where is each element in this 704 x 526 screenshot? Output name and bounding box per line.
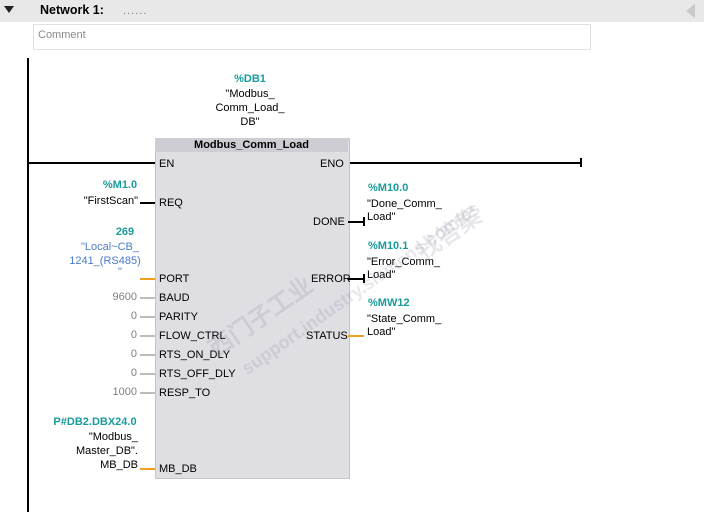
pin-error[interactable]: ERROR — [311, 273, 351, 285]
status-wire — [348, 335, 364, 337]
comment-placeholder: Comment — [38, 29, 86, 41]
pin-port[interactable]: PORT — [159, 273, 190, 285]
port-wire — [140, 278, 155, 280]
en-wire — [29, 162, 155, 164]
baud-wire — [140, 297, 155, 299]
mb-db-name-2[interactable]: Master_DB". — [76, 445, 138, 457]
network-title-placeholder[interactable]: ...... — [123, 5, 148, 17]
rts-on-dly-wire — [140, 354, 155, 356]
mb-db-name-1[interactable]: "Modbus_ — [88, 431, 138, 443]
done-end-tick — [363, 217, 365, 226]
pin-en[interactable]: EN — [159, 158, 175, 170]
parity-value[interactable]: 0 — [130, 310, 137, 322]
done-name-1[interactable]: "Done_Comm_ — [367, 198, 442, 210]
pin-flow-ctrl[interactable]: FLOW_CTRL — [159, 330, 226, 342]
collapse-triangle-icon[interactable] — [4, 6, 14, 13]
instance-db-name-1[interactable]: "Modbus_ — [225, 88, 275, 100]
mb-db-name-3[interactable]: MB_DB — [100, 459, 138, 471]
resp-to-wire — [140, 392, 155, 394]
parity-wire — [140, 316, 155, 318]
port-name-2[interactable]: 1241_(RS485) — [69, 255, 141, 267]
pin-done[interactable]: DONE — [313, 216, 345, 228]
block-title: Modbus_Comm_Load — [155, 138, 348, 152]
pin-parity[interactable]: PARITY — [159, 311, 198, 323]
error-address[interactable]: %M10.1 — [368, 240, 409, 252]
flow-ctrl-value[interactable]: 0 — [130, 329, 137, 341]
flow-ctrl-wire — [140, 335, 155, 337]
error-name-2[interactable]: Load" — [367, 269, 396, 281]
status-name-1[interactable]: "State_Comm_ — [367, 313, 442, 325]
port-value[interactable]: 269 — [115, 226, 135, 238]
instance-db-address[interactable]: %DB1 — [234, 73, 266, 85]
status-name-2[interactable]: Load" — [367, 326, 396, 338]
rts-off-dly-value[interactable]: 0 — [130, 367, 137, 379]
comment-field[interactable] — [33, 24, 591, 50]
pin-baud[interactable]: BAUD — [159, 292, 190, 304]
pin-resp-to[interactable]: RESP_TO — [159, 387, 211, 399]
port-name-3[interactable]: " — [118, 266, 122, 278]
pin-eno[interactable]: ENO — [320, 158, 344, 170]
scroll-arrow-icon[interactable] — [686, 4, 695, 18]
pin-req[interactable]: REQ — [159, 197, 183, 209]
instance-db-name-3[interactable]: DB" — [240, 116, 260, 128]
pin-rts-on-dly[interactable]: RTS_ON_DLY — [159, 349, 231, 361]
pin-status[interactable]: STATUS — [306, 330, 348, 342]
error-name-1[interactable]: "Error_Comm_ — [367, 256, 440, 268]
done-name-2[interactable]: Load" — [367, 211, 396, 223]
status-address[interactable]: %MW12 — [368, 297, 410, 309]
function-block[interactable] — [155, 138, 350, 479]
network-title: Network 1: — [40, 3, 104, 17]
rts-off-dly-wire — [140, 373, 155, 375]
error-end-tick — [363, 274, 365, 283]
req-address[interactable]: %M1.0 — [102, 179, 138, 191]
eno-wire — [348, 162, 581, 164]
rts-on-dly-value[interactable]: 0 — [130, 348, 137, 360]
mb-db-address[interactable]: P#DB2.DBX24.0 — [53, 416, 137, 428]
eno-end-tick — [580, 158, 582, 167]
power-rail — [27, 58, 29, 512]
req-tag-name[interactable]: "FirstScan" — [83, 195, 138, 207]
network-header — [0, 0, 704, 22]
pin-mb-db[interactable]: MB_DB — [159, 463, 197, 475]
pin-rts-off-dly[interactable]: RTS_OFF_DLY — [159, 368, 236, 380]
instance-db-name-2[interactable]: Comm_Load_ — [215, 102, 285, 114]
resp-to-value[interactable]: 1000 — [112, 386, 137, 398]
error-wire — [348, 278, 364, 280]
req-wire — [140, 202, 155, 204]
mb-db-wire — [140, 468, 155, 470]
done-wire — [348, 221, 364, 223]
port-name-1[interactable]: "Local~CB_ — [80, 241, 140, 253]
baud-value[interactable]: 9600 — [112, 291, 137, 303]
done-address[interactable]: %M10.0 — [368, 182, 409, 194]
